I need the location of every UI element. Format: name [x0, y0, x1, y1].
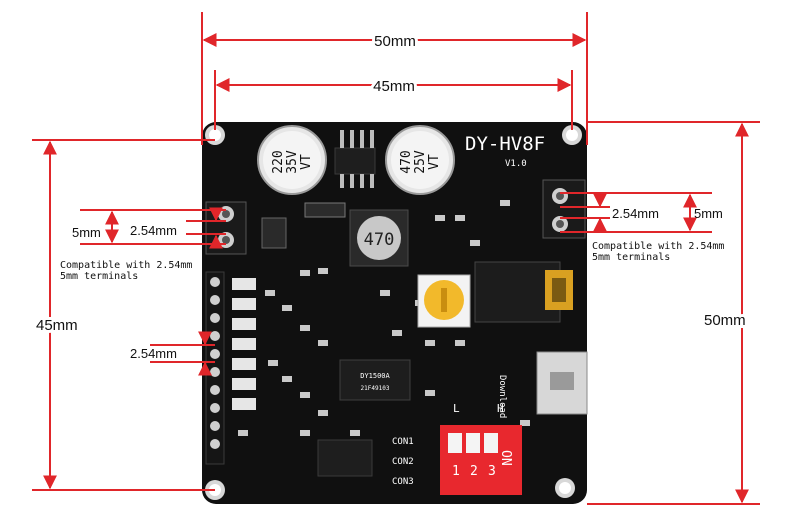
note-right-line1: Compatible with 2.54mm [592, 241, 724, 252]
con1-label: CON1 [392, 437, 414, 447]
ic-bottom [317, 439, 373, 477]
header-pins [205, 271, 225, 465]
dim-top-outer: 50mm [374, 33, 416, 50]
dim-right-terminal-pitch: 2.54mm [612, 206, 659, 221]
capacitor-right: 470 25V VT [385, 125, 455, 195]
note-left-line2: 5mm terminals [60, 271, 138, 282]
capacitor-left: 220 35V VT [257, 125, 327, 195]
dim-left-terminal-span: 5mm [72, 225, 101, 240]
cap-left-series: VT [299, 154, 314, 170]
note-left-line1: Compatible with 2.54mm [60, 260, 192, 271]
dip-num-3: 3 [488, 464, 496, 479]
dim-right-terminal-span: 5mm [694, 206, 723, 221]
audio-jack [474, 261, 573, 323]
dip-num-2: 2 [470, 464, 478, 479]
note-right-line2: 5mm terminals [592, 252, 670, 263]
mounting-hole-top-left [205, 125, 225, 145]
ic-top [334, 130, 376, 188]
pcb-board: 220 35V VT 470 25V VT DY-HV8F V1.0 [202, 122, 588, 504]
dim-right-height: 50mm [704, 312, 746, 329]
cap-left-value: 220 [271, 150, 286, 173]
inductor-label: 470 [364, 230, 395, 250]
mounting-hole-bottom-right [555, 478, 575, 498]
dimension-lines [32, 12, 760, 505]
board-model: DY-HV8F [465, 133, 545, 155]
cap-right-value: 470 [399, 150, 414, 173]
chip-label: DY1500A [360, 372, 390, 380]
cap-left-voltage: 35V [285, 150, 300, 174]
dim-header-pitch: 2.54mm [130, 346, 177, 361]
con2-label: CON2 [392, 457, 414, 467]
cap-right-series: VT [427, 154, 442, 170]
label-h: H [497, 402, 504, 415]
usb-port [536, 351, 588, 415]
transistor-left [261, 217, 287, 249]
chip-sub: 21F49103 [361, 385, 390, 392]
dim-left-height: 45mm [36, 317, 78, 334]
dip-num-1: 1 [452, 464, 460, 479]
dim-left-terminal-pitch: 2.54mm [130, 223, 177, 238]
main-chip: DY1500A 21F49103 [339, 359, 411, 401]
dim-top-inner: 45mm [373, 78, 415, 95]
smd-components [238, 200, 530, 436]
mounting-hole-top-right [562, 125, 582, 145]
resistor-array [232, 278, 256, 410]
board-version: V1.0 [505, 159, 527, 169]
dip-on-label: ON [498, 450, 513, 466]
diode [304, 202, 346, 218]
con3-label: CON3 [392, 477, 414, 487]
dip-switch[interactable]: ON 1 2 3 [440, 425, 522, 495]
cap-right-voltage: 25V [413, 150, 428, 174]
potentiometer [417, 274, 471, 328]
label-l: L [453, 402, 460, 415]
terminal-right [542, 179, 586, 239]
download-label: Download [497, 375, 507, 418]
inductor: 470 [349, 209, 409, 267]
